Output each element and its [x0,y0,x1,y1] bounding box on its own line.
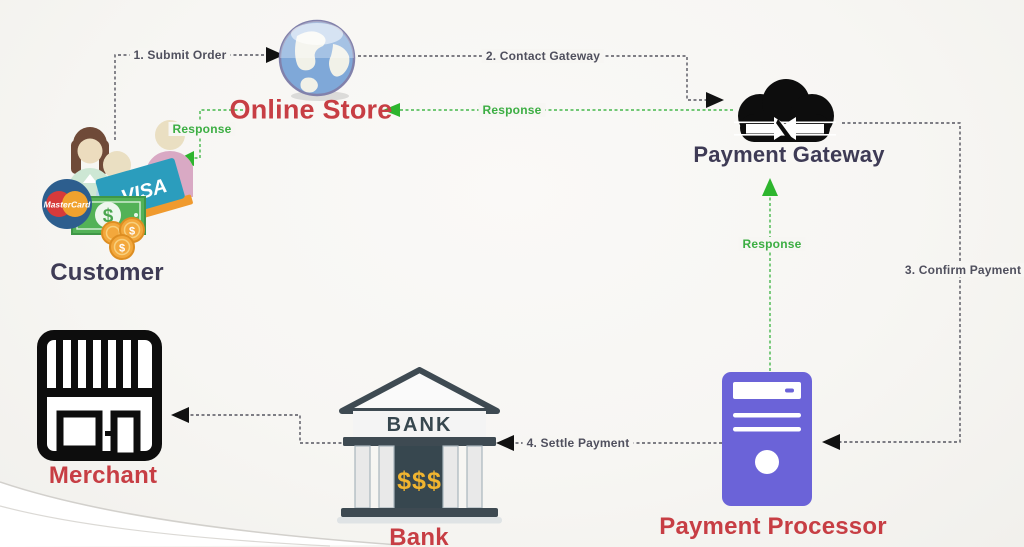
coin-dollar-sign: $ [119,243,125,255]
settle-payment-label: 4. Settle Payment [522,436,634,450]
gold-coins: $ $ [101,217,145,260]
contact-gateway-arrowhead [706,92,724,108]
server-tower-icon [722,372,812,506]
storefront-icon [37,330,162,461]
cloud-transfer-icon [734,79,836,142]
mastercard-badge: MasterCard [42,179,92,229]
response-processor-gateway-arrowhead [762,178,778,196]
customer-label: Customer [50,259,164,286]
storefront-door [110,410,141,460]
globe-icon [278,19,356,101]
bank-building-icon: BANK $$$ [337,367,502,524]
storefront-window [56,410,103,453]
confirm-payment-line [840,122,961,443]
bill-dollar-sign: $ [103,206,114,227]
page-curl-decoration [0,481,401,547]
bank-merchant-arrowhead [171,407,189,423]
bank-money-text: $$$ [397,467,442,495]
submit-order-label: 1. Submit Order [129,48,231,62]
confirm-payment-label: 3. Confirm Payment [900,263,1024,277]
people-with-credit-cards-icon: VISA $ MasterCard $ $ [42,120,193,260]
mastercard-text: MasterCard [44,200,92,210]
response-store-customer-label: Response [168,122,236,136]
bank-sign-text: BANK [387,414,453,436]
payment-gateway-label: Payment Gateway [693,142,885,167]
bank-to-merchant-line [189,414,347,444]
response-gateway-store-label: Response [478,103,546,117]
merchant-label: Merchant [48,462,158,489]
payment-processor-label: Payment Processor [659,513,887,540]
bank-label: Bank [389,524,449,547]
contact-gateway-label: 2. Contact Gateway [481,49,605,63]
online-store-label: Online Store [229,94,393,125]
response-processor-gateway-label: Response [738,237,806,251]
coin-dollar-sign: $ [129,226,135,238]
